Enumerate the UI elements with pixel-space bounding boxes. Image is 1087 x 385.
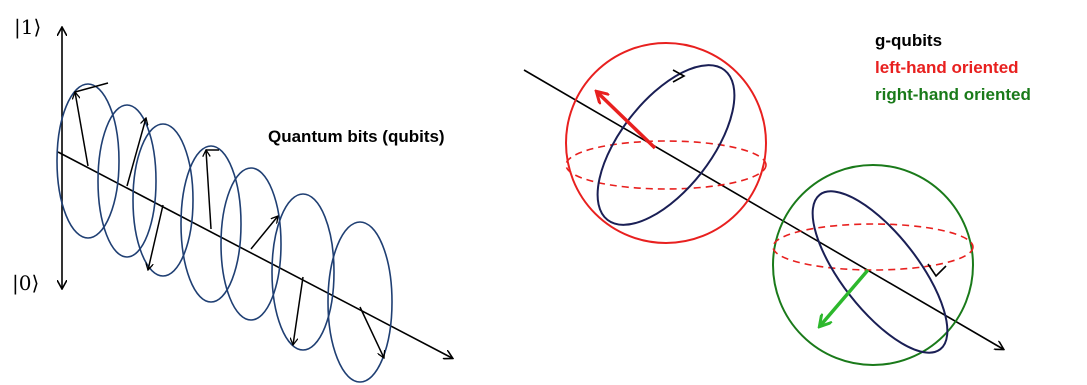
g-qubit-axis [523, 69, 1003, 349]
state-vector [74, 82, 109, 93]
qubit-ellipse [97, 104, 157, 258]
legend-left-hand: left-hand oriented [875, 58, 1019, 77]
left-sphere-rotation-arrow-icon [672, 69, 686, 83]
left-hand-spin-arrow [597, 92, 657, 150]
right-sphere-outline [772, 164, 974, 366]
qubit-ellipse [56, 83, 120, 239]
state-vector [148, 204, 164, 270]
left-panel: |1⟩ |0⟩ Quantum bits (qubits) [12, 15, 452, 383]
left-sphere-equator [565, 140, 767, 190]
right-panel: g-qubits left-hand oriented right-hand o… [523, 31, 1031, 366]
propagation-axis [57, 151, 452, 358]
state-vectors [74, 82, 384, 358]
state-vector [75, 92, 89, 167]
state-vector [206, 150, 212, 230]
right-sphere-equator [772, 223, 974, 271]
left-sphere-outline [565, 42, 767, 244]
qubit-ellipse [271, 193, 335, 351]
ket-zero-label: |0⟩ [12, 271, 39, 296]
state-vector [250, 216, 278, 250]
right-sphere-rotation-arrow-icon [927, 263, 947, 278]
legend-g-qubits: g-qubits [875, 31, 942, 50]
left-sphere-precession-ellipse [596, 64, 736, 226]
right-sphere-precession-ellipse [811, 190, 949, 354]
qubit-ellipse [327, 221, 393, 383]
qubit-ellipse [132, 123, 194, 277]
state-vector [359, 306, 384, 358]
qubit-ellipse [180, 145, 242, 303]
right-hand-sphere [772, 164, 974, 366]
state-vector [293, 276, 304, 345]
qubit-ellipse [220, 167, 282, 321]
ket-one-label: |1⟩ [14, 15, 41, 40]
state-vector [126, 118, 146, 187]
legend-right-hand: right-hand oriented [875, 85, 1031, 104]
qubit-ellipses [56, 83, 393, 383]
left-hand-sphere [565, 42, 767, 244]
qubits-title: Quantum bits (qubits) [268, 127, 445, 146]
right-hand-spin-arrow [820, 268, 870, 326]
